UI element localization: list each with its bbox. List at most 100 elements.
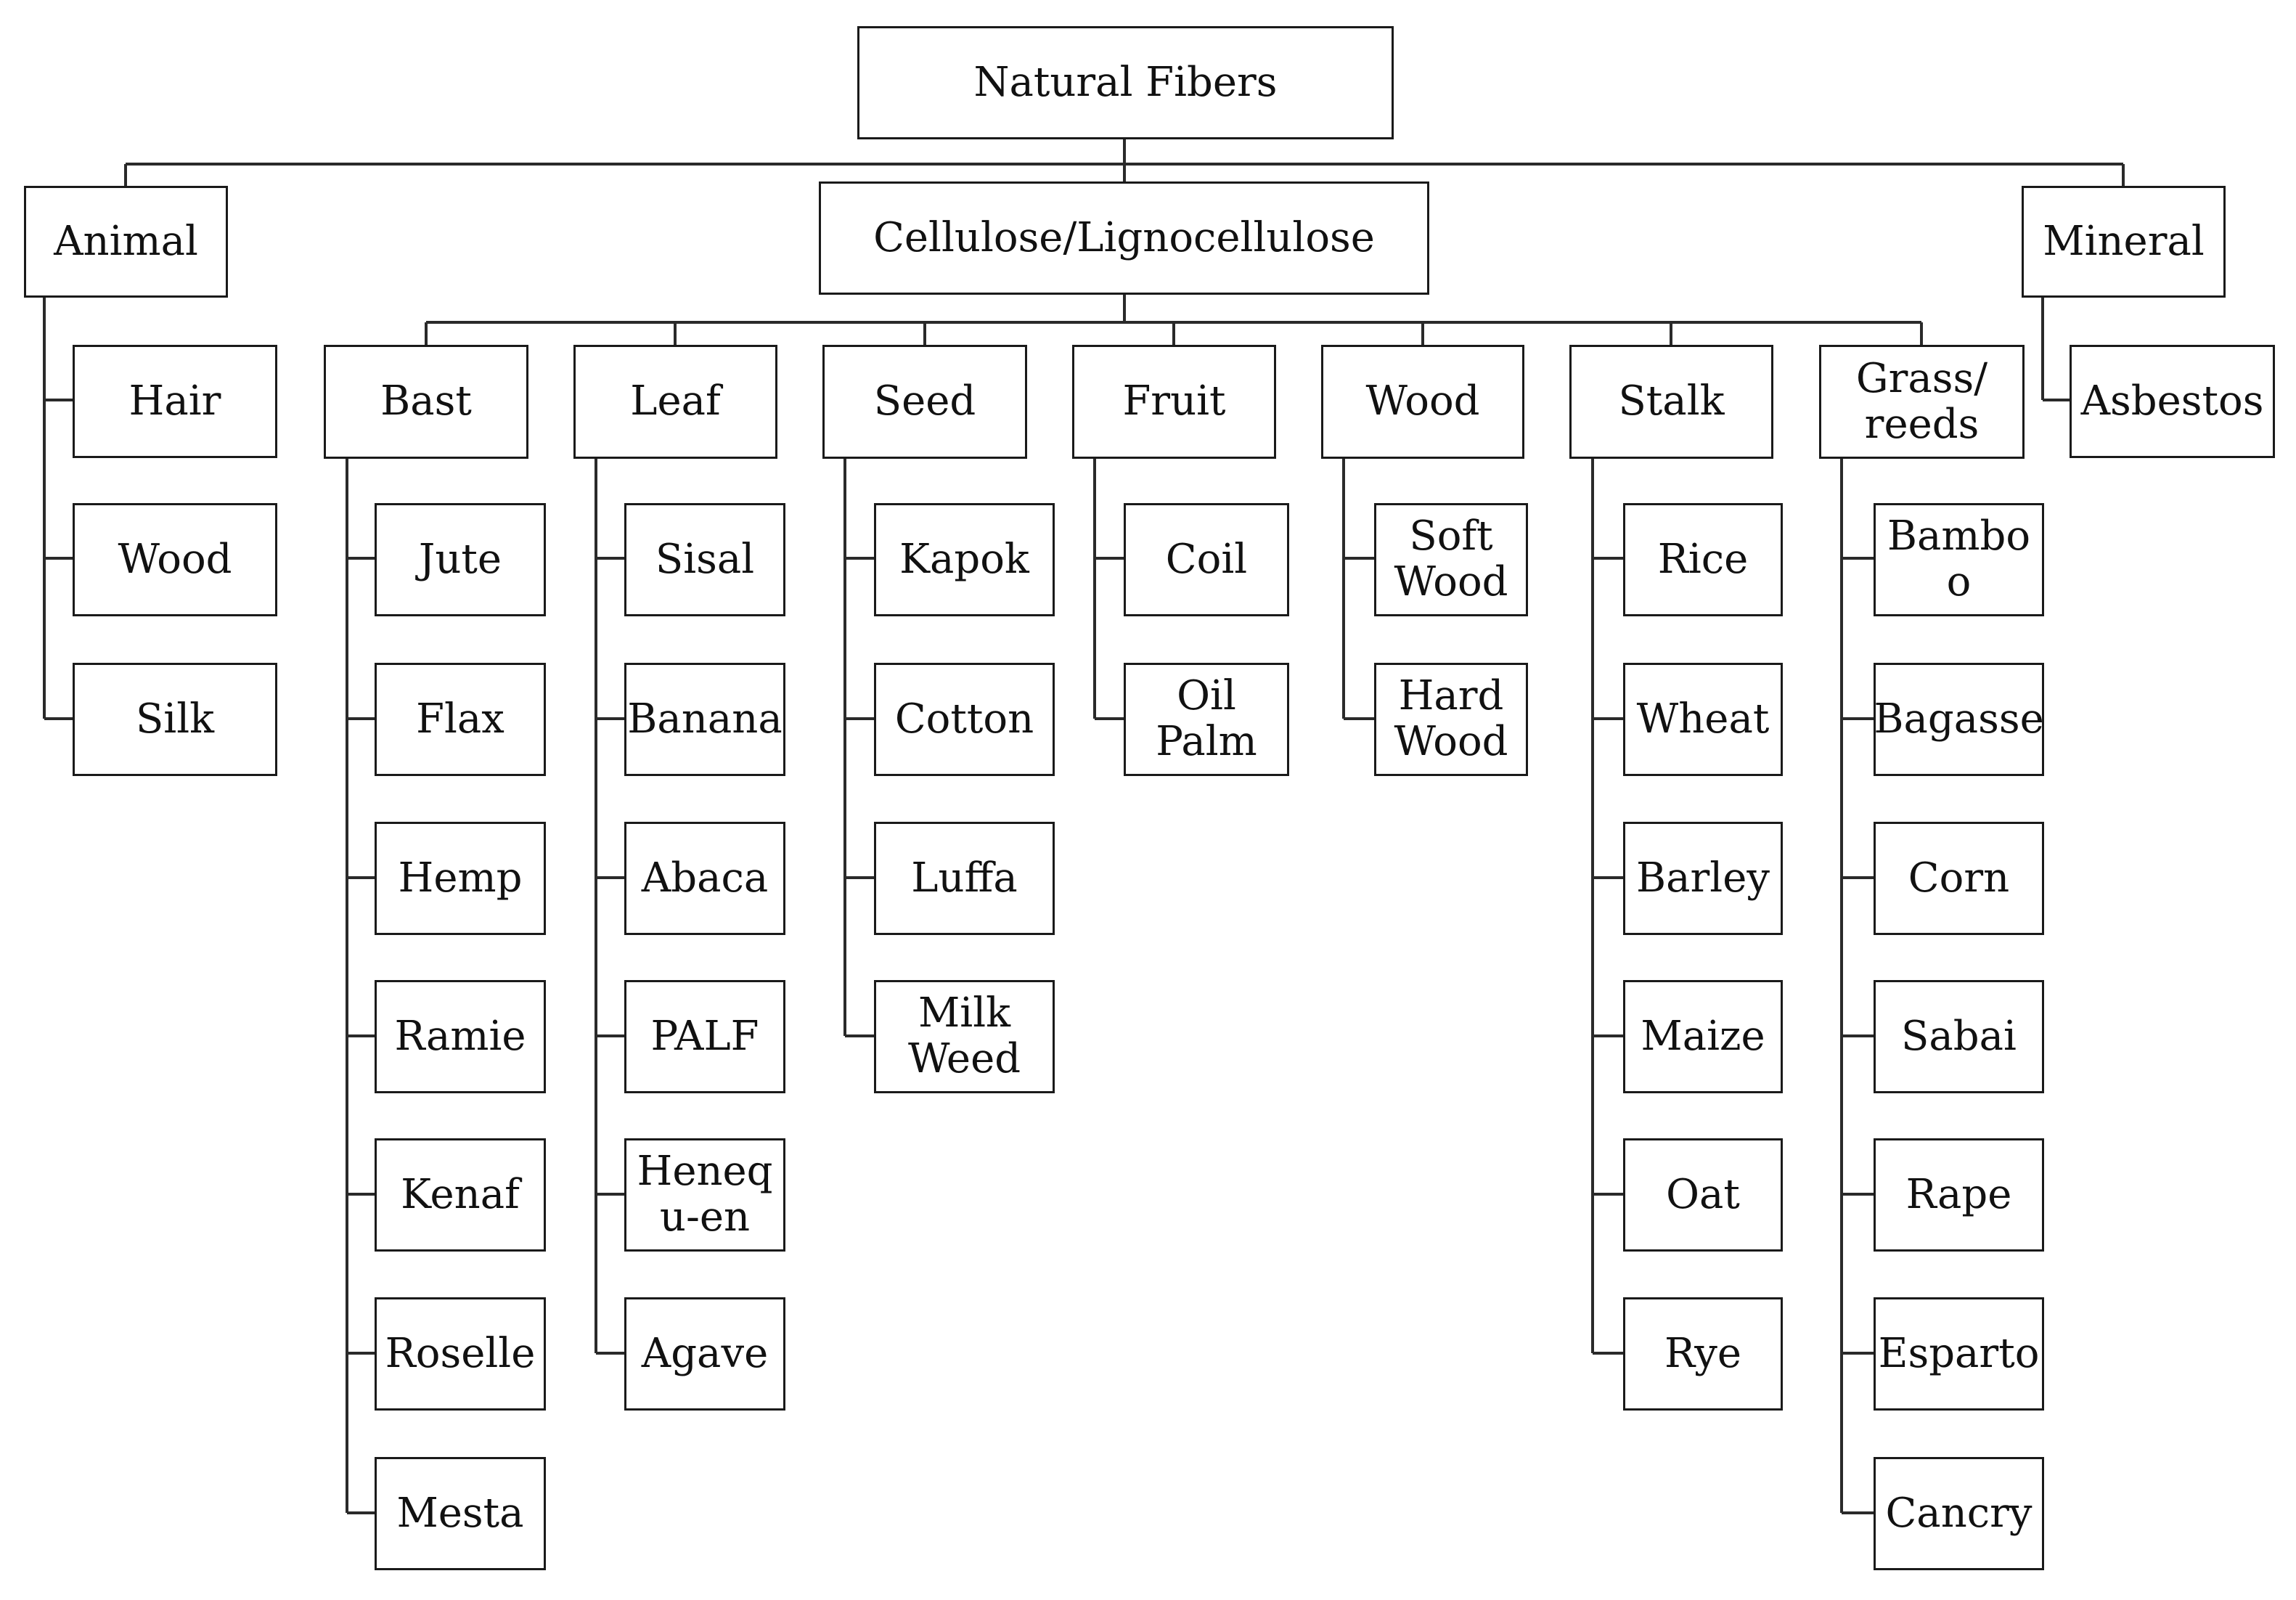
fiber-node: Rape <box>1874 1138 2044 1252</box>
fiber-node: Wheat <box>1623 663 1783 776</box>
fiber-label: Coil <box>1165 535 1248 583</box>
fiber-node: Rice <box>1623 503 1783 616</box>
fiber-label: Wheat <box>1636 695 1770 743</box>
fiber-label: Bambo o <box>1887 513 2031 605</box>
fiber-label: Esparto <box>1878 1329 2040 1377</box>
fiber-label: Soft Wood <box>1394 513 1508 605</box>
category-label: Cellulose/Lignocellulose <box>873 213 1375 261</box>
fiber-node: Wood <box>73 503 277 616</box>
fiber-node: Rye <box>1623 1297 1783 1411</box>
fiber-label: Sabai <box>1901 1012 2017 1060</box>
fiber-node: Asbestos <box>2070 345 2275 458</box>
fiber-label: Wood <box>118 535 232 583</box>
root-node: Natural Fibers <box>857 26 1394 139</box>
fiber-label: Jute <box>418 535 502 583</box>
fiber-node: Oil Palm <box>1124 663 1289 776</box>
group-fruit: Fruit <box>1072 345 1276 459</box>
fiber-label: Flax <box>416 695 504 743</box>
fiber-node: Agave <box>624 1297 785 1411</box>
category-cellulose: Cellulose/Lignocellulose <box>819 181 1429 295</box>
fiber-node: Kenaf <box>375 1138 546 1252</box>
group-label: Stalk <box>1618 377 1725 425</box>
fiber-node: Flax <box>375 663 546 776</box>
fiber-node: Hard Wood <box>1374 663 1528 776</box>
fiber-label: Luffa <box>911 854 1018 902</box>
fiber-node: Sabai <box>1874 980 2044 1093</box>
fiber-label: Sisal <box>655 535 755 583</box>
fiber-label: Rye <box>1664 1329 1741 1377</box>
group-label: Grass/ reeds <box>1855 354 1988 448</box>
fiber-label: Rice <box>1657 535 1749 583</box>
fiber-node: Hemp <box>375 822 546 935</box>
fiber-label: Milk Weed <box>907 989 1021 1082</box>
fiber-label: Cotton <box>894 695 1034 743</box>
fiber-label: Barley <box>1636 854 1770 902</box>
fiber-label: Asbestos <box>2080 377 2264 425</box>
root-label: Natural Fibers <box>973 58 1278 106</box>
fiber-label: Mesta <box>396 1489 524 1537</box>
fiber-label: Banana <box>627 695 783 743</box>
fiber-node: Bambo o <box>1874 503 2044 616</box>
fiber-label: Roselle <box>385 1329 536 1377</box>
fiber-node: Banana <box>624 663 785 776</box>
fiber-node: Coil <box>1124 503 1289 616</box>
fiber-label: Corn <box>1908 854 2010 902</box>
fiber-node: Ramie <box>375 980 546 1093</box>
fiber-label: Oil Palm <box>1156 672 1257 765</box>
fiber-label: Hair <box>128 377 221 425</box>
fiber-label: PALF <box>650 1012 759 1060</box>
fiber-node: Jute <box>375 503 546 616</box>
category-label: Animal <box>54 217 198 265</box>
group-leaf: Leaf <box>573 345 777 459</box>
group-label: Leaf <box>630 377 721 425</box>
fiber-label: Heneq u-en <box>637 1148 773 1241</box>
fiber-label: Bagasse <box>1874 695 2044 743</box>
fiber-label: Cancry <box>1885 1489 2033 1537</box>
fiber-node: Abaca <box>624 822 785 935</box>
group-wood: Wood <box>1321 345 1524 459</box>
fiber-node: Bagasse <box>1874 663 2044 776</box>
fiber-label: Hemp <box>398 854 523 902</box>
fiber-node: Sisal <box>624 503 785 616</box>
fiber-node: Silk <box>73 663 277 776</box>
group-stalk: Stalk <box>1569 345 1773 459</box>
fiber-node: Kapok <box>874 503 1055 616</box>
group-label: Seed <box>873 377 976 425</box>
category-mineral: Mineral <box>2022 186 2226 298</box>
group-label: Wood <box>1365 377 1480 425</box>
fiber-node: Hair <box>73 345 277 458</box>
fiber-node: Barley <box>1623 822 1783 935</box>
fiber-label: Kapok <box>899 535 1029 583</box>
fiber-node: Maize <box>1623 980 1783 1093</box>
category-animal: Animal <box>24 186 228 298</box>
fiber-node: Milk Weed <box>874 980 1055 1093</box>
fiber-label: Abaca <box>641 854 769 902</box>
fiber-label: Kenaf <box>401 1170 520 1218</box>
fiber-label: Rape <box>1905 1170 2012 1218</box>
group-label: Bast <box>380 377 472 425</box>
fiber-label: Agave <box>641 1329 769 1377</box>
fiber-node: Soft Wood <box>1374 503 1528 616</box>
fiber-node: Esparto <box>1874 1297 2044 1411</box>
fiber-node: Corn <box>1874 822 2044 935</box>
fiber-node: Oat <box>1623 1138 1783 1252</box>
fiber-node: Roselle <box>375 1297 546 1411</box>
group-bast: Bast <box>324 345 528 459</box>
fiber-label: Ramie <box>394 1012 526 1060</box>
fiber-label: Maize <box>1641 1012 1765 1060</box>
fiber-label: Hard Wood <box>1394 672 1508 765</box>
fiber-node: PALF <box>624 980 785 1093</box>
group-label: Fruit <box>1122 377 1226 425</box>
fiber-node: Luffa <box>874 822 1055 935</box>
group-seed: Seed <box>822 345 1027 459</box>
fiber-node: Heneq u-en <box>624 1138 785 1252</box>
fiber-node: Cancry <box>1874 1457 2044 1570</box>
group-grass-reeds: Grass/ reeds <box>1819 345 2025 459</box>
fiber-node: Mesta <box>375 1457 546 1570</box>
fiber-label: Oat <box>1666 1170 1740 1218</box>
fiber-label: Silk <box>135 695 215 743</box>
fiber-node: Cotton <box>874 663 1055 776</box>
category-label: Mineral <box>2043 217 2205 265</box>
